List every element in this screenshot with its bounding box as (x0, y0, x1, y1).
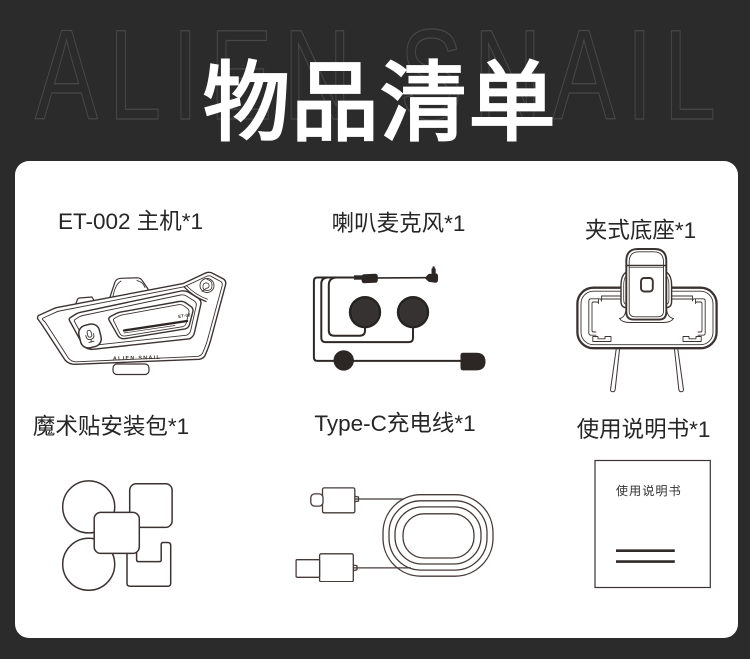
item-label-velcro-kit: 魔术贴安装包*1 (32, 414, 190, 439)
user-manual-illustration: 使用说明书 (594, 459, 711, 589)
type-c-cable-illustration (295, 487, 494, 582)
speaker-microphone-illustration (312, 266, 486, 371)
velcro-kit-illustration (61, 480, 173, 591)
item-label-main-unit: ET-002 主机*1 (57, 209, 204, 234)
item-label-speaker-microphone: 喇叭麦克风*1 (331, 211, 466, 236)
item-label-clip-base: 夹式底座*1 (584, 217, 697, 243)
watermark-graphic: ALIEN SNAIL (34, 3, 727, 147)
device-brand-text: ALIEN SNAIL (113, 355, 161, 362)
item-label-user-manual: 使用说明书*1 (576, 417, 711, 442)
items-card: ET-002 主机*1 喇叭麦克风*1 夹式底座*1 魔术贴安装包*1 Type… (15, 161, 738, 638)
clip-base-illustration (576, 248, 718, 393)
main-unit-illustration: ET-02 ALIEN SNAIL (36, 271, 227, 376)
page-title: 物品清单 (203, 55, 557, 152)
manual-cover-title: 使用说明书 (616, 483, 682, 498)
watermark-text: ALIEN SNAIL (35, 4, 727, 147)
item-label-type-c-cable: Type-C充电线*1 (314, 411, 476, 436)
device-badge-text: ET-02 (178, 312, 191, 319)
